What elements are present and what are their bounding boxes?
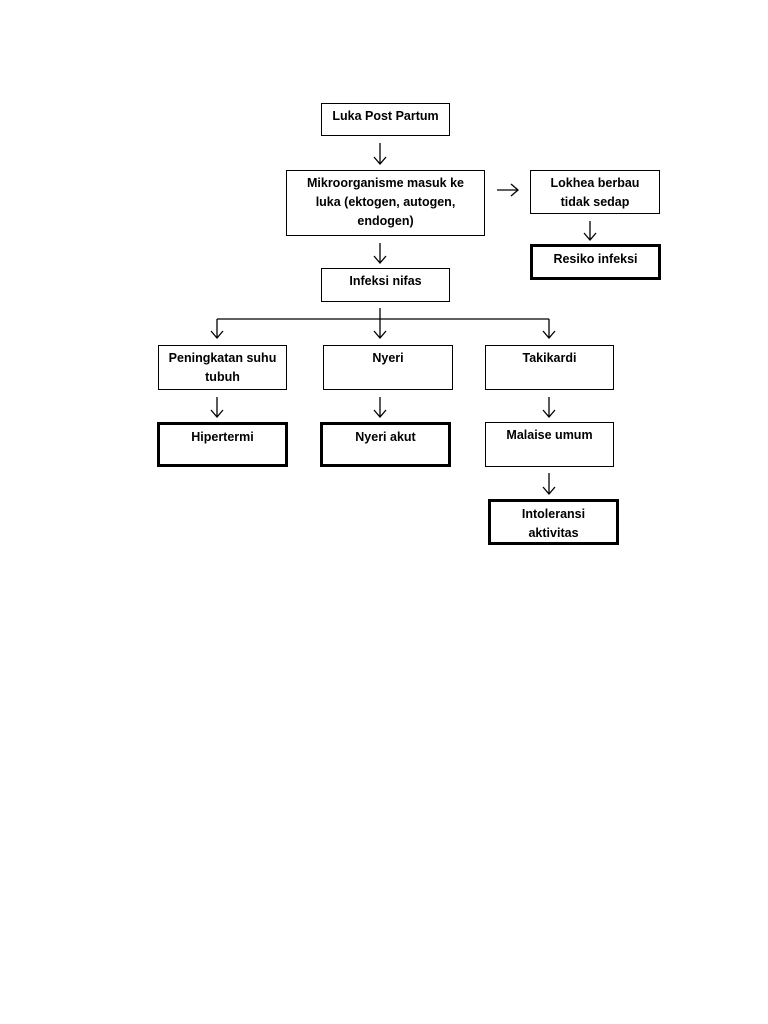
node-label: Nyeri akut (355, 430, 416, 444)
node-infeksi-nifas: Infeksi nifas (321, 268, 450, 302)
node-label: Lokhea berbau tidak sedap (550, 176, 640, 209)
node-intoleransi-aktivitas: Intoleransi aktivitas (488, 499, 619, 545)
arrowhead-infeksi-to-takikardi (542, 330, 556, 339)
node-mikroorganisme: Mikroorganisme masuk ke luka (ektogen, a… (286, 170, 485, 236)
arrowhead-luka-to-mikroorganisme (373, 156, 387, 165)
node-malaise-umum: Malaise umum (485, 422, 614, 467)
node-hipertermi: Hipertermi (157, 422, 288, 467)
node-lokhea: Lokhea berbau tidak sedap (530, 170, 660, 214)
arrowhead-peningkatan-to-hipertermi (210, 409, 224, 418)
node-label: Infeksi nifas (349, 274, 422, 288)
node-label: Mikroorganisme masuk ke luka (ektogen, a… (306, 176, 464, 228)
arrowhead-nyeri-to-nyeri-akut (373, 409, 387, 418)
node-luka-post-partum: Luka Post Partum (321, 103, 450, 136)
node-label: Malaise umum (506, 428, 593, 442)
node-label: Hipertermi (191, 430, 254, 444)
node-nyeri: Nyeri (323, 345, 453, 390)
node-label: Resiko infeksi (553, 252, 638, 266)
node-label: Takikardi (522, 351, 577, 365)
node-label: Intoleransi aktivitas (521, 507, 586, 540)
arrowhead-infeksi-to-nyeri (373, 330, 387, 339)
arrowhead-lokhea-to-resiko (583, 232, 597, 241)
arrowhead-mikroorganisme-to-lokhea (510, 183, 519, 197)
arrowhead-malaise-to-intoleransi (542, 486, 556, 495)
node-label: Peningkatan suhu tubuh (168, 351, 277, 384)
arrowhead-takikardi-to-malaise (542, 409, 556, 418)
node-label: Luka Post Partum (332, 109, 439, 123)
node-resiko-infeksi: Resiko infeksi (530, 244, 661, 280)
arrowhead-infeksi-to-peningkatan (210, 330, 224, 339)
node-label: Nyeri (372, 351, 404, 365)
arrowhead-mikroorganisme-to-infeksi (373, 255, 387, 264)
node-peningkatan-suhu: Peningkatan suhu tubuh (158, 345, 287, 390)
node-nyeri-akut: Nyeri akut (320, 422, 451, 467)
node-takikardi: Takikardi (485, 345, 614, 390)
